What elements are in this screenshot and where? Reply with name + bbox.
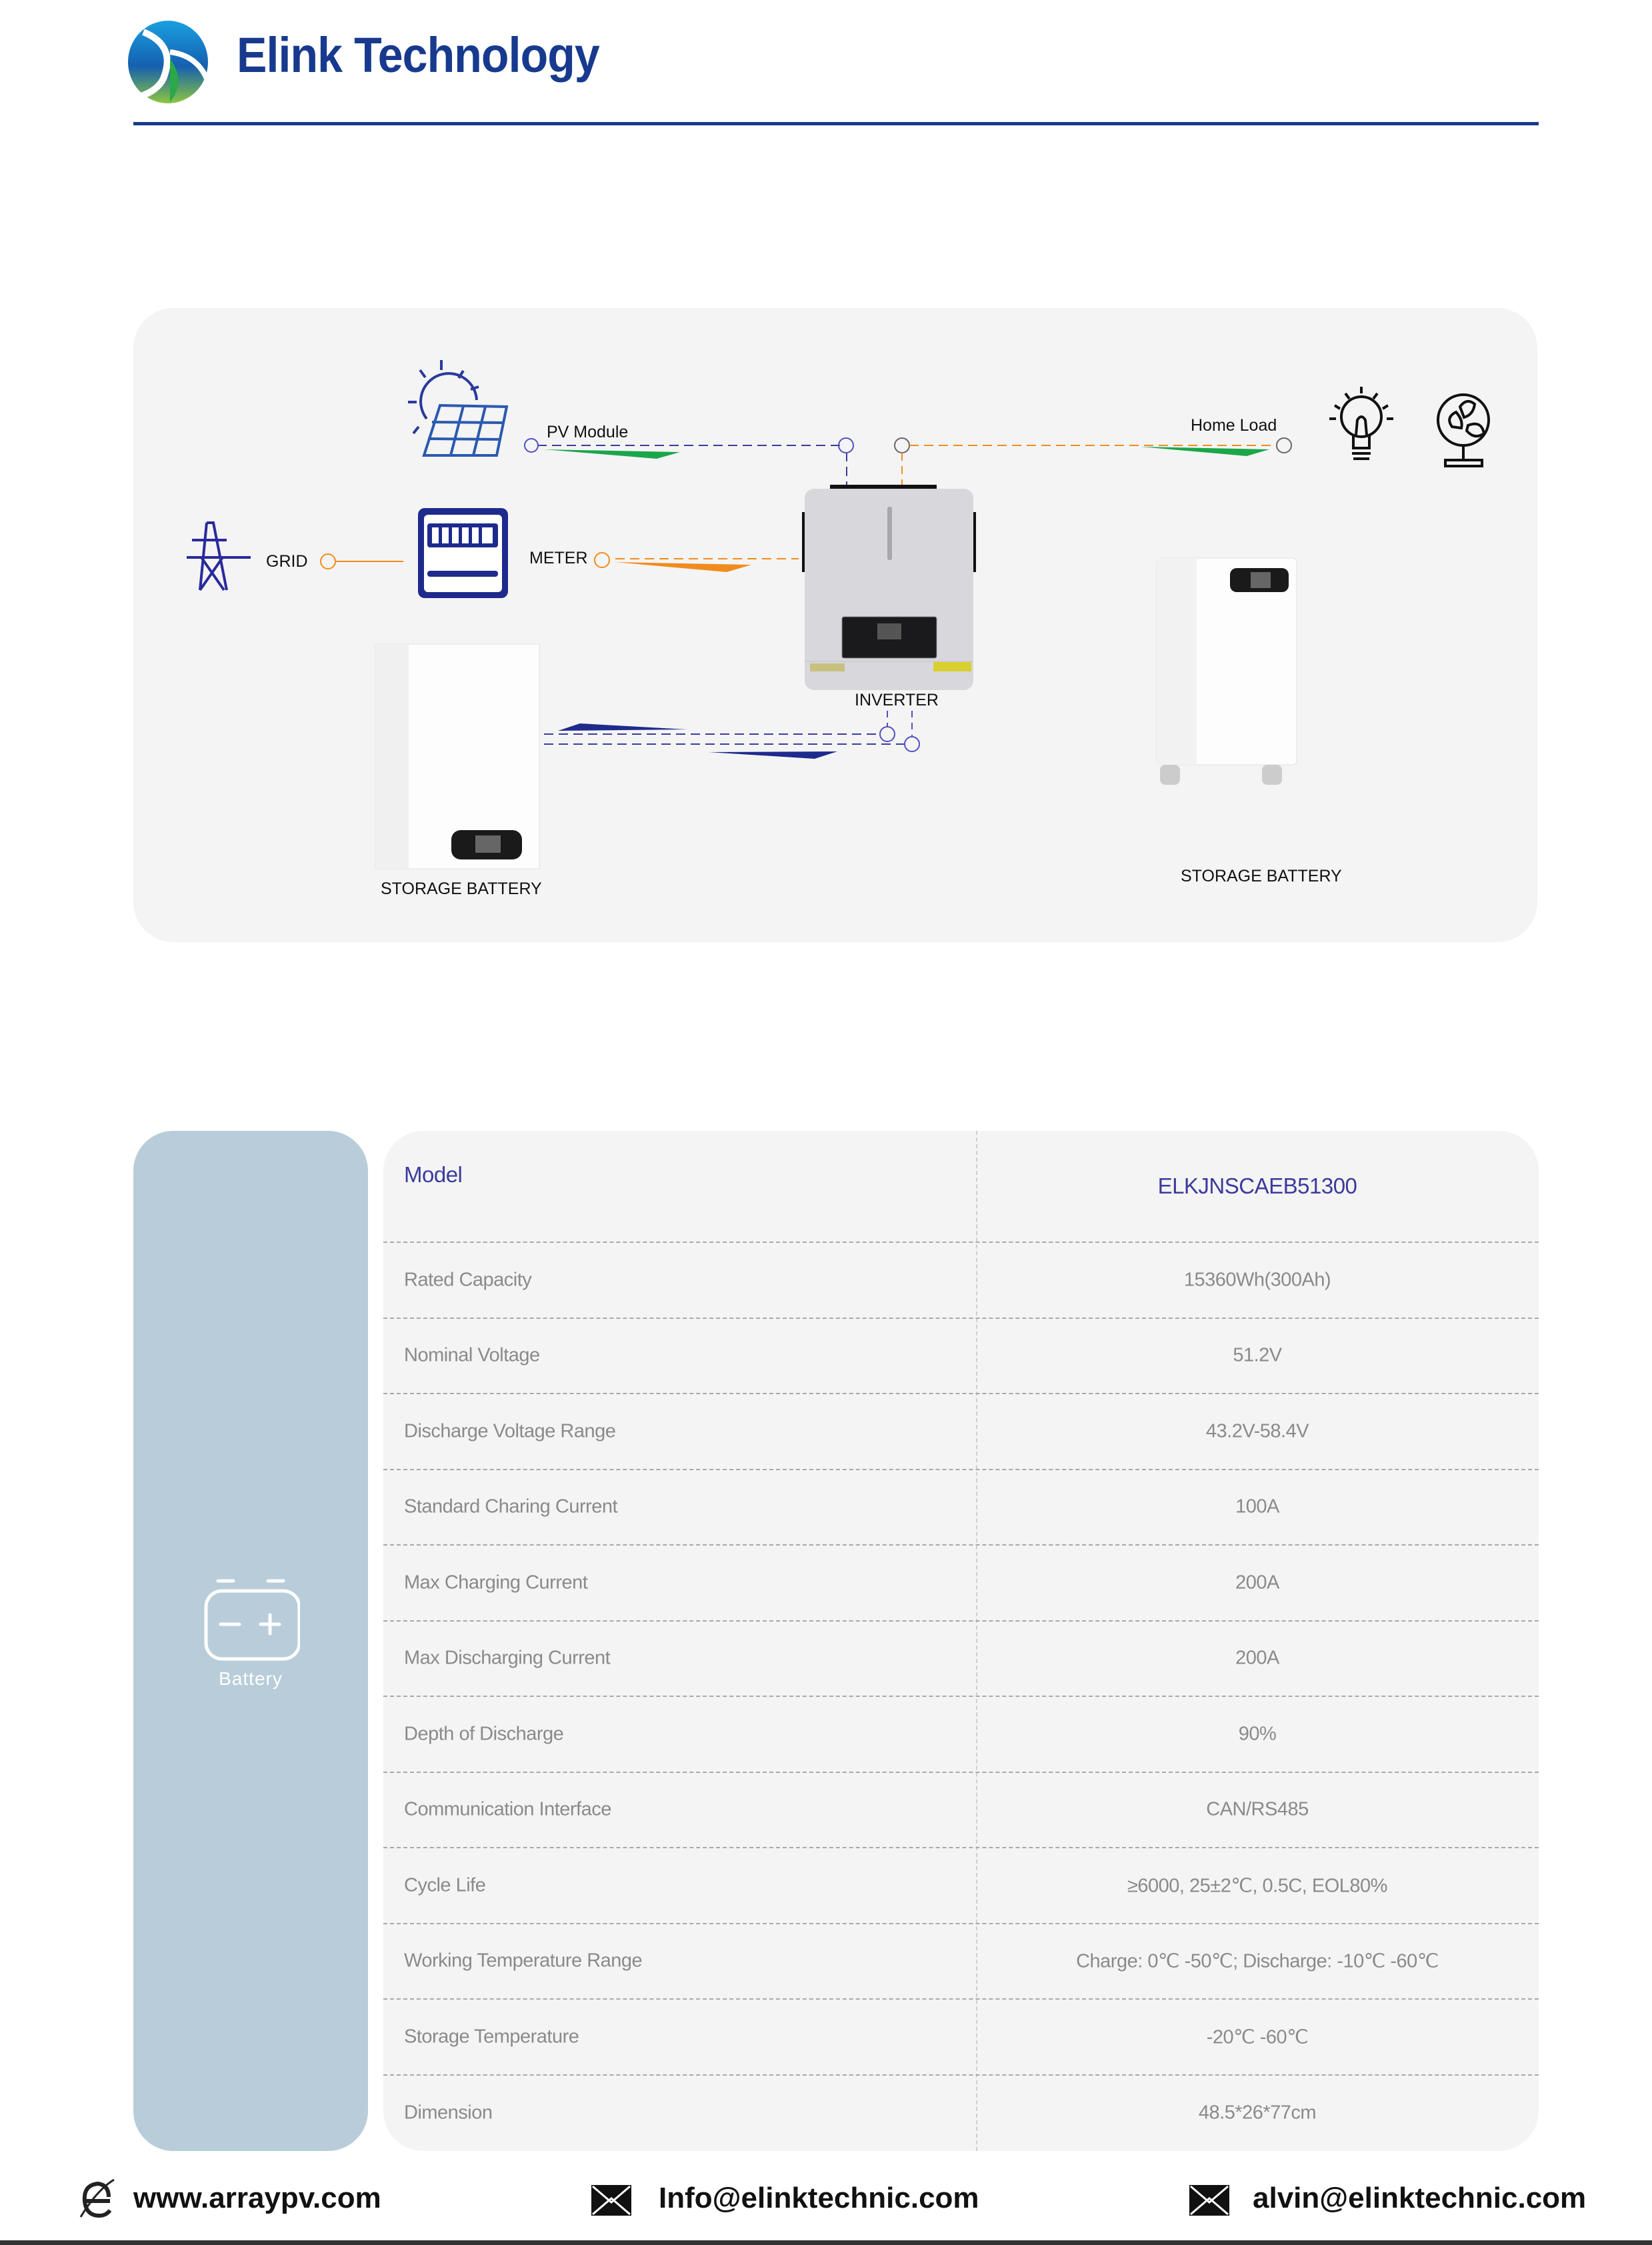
- table-row: Discharge Voltage Range 43.2V-58.4V: [383, 1394, 1539, 1470]
- spec-value: 48.5*26*77cm: [1198, 2102, 1317, 2124]
- email-info-link[interactable]: Info@elinktechnic.com: [659, 2182, 979, 2214]
- spec-value: ≥6000, 25±2℃, 0.5C, EOL80%: [1127, 1875, 1387, 1897]
- home-load-label: Home Load: [1191, 416, 1277, 435]
- storage-battery-right-label: STORAGE BATTERY: [1181, 867, 1342, 885]
- fan-icon: [1437, 393, 1490, 467]
- spec-value: 100A: [1235, 1496, 1279, 1518]
- spec-label: Discharge Voltage Range: [404, 1420, 616, 1442]
- storage-battery-right-image: [1156, 557, 1297, 785]
- column-divider: [976, 1131, 977, 2151]
- table-row: Communication Interface CAN/RS485: [383, 1773, 1539, 1848]
- spec-label: Model: [404, 1162, 463, 1188]
- page-bottom-border: [0, 2240, 1652, 2245]
- spec-value: 43.2V-58.4V: [1205, 1420, 1309, 1442]
- light-bulb-icon: [1329, 387, 1393, 460]
- grid-tower-icon: [187, 521, 251, 591]
- table-row: Rated Capacity 15360Wh(300Ah): [383, 1243, 1539, 1319]
- battery-connection: [544, 711, 920, 759]
- spec-label: Communication Interface: [404, 1798, 611, 1820]
- mail-icon: [591, 2185, 631, 2216]
- table-row: Working Temperature Range Charge: 0℃ -50℃…: [383, 1924, 1539, 2000]
- spec-value: -20℃ -60℃: [1206, 2026, 1309, 2048]
- meter-icon: [418, 508, 508, 598]
- spec-label: Working Temperature Range: [404, 1950, 643, 1972]
- mail-icon: [1189, 2185, 1229, 2216]
- battery-icon: [204, 1579, 300, 1661]
- storage-battery-left-image: [375, 643, 540, 869]
- brand-title: Elink Technology: [237, 27, 600, 83]
- spec-value: 200A: [1235, 1572, 1279, 1594]
- spec-value: ELKJNSCAEB51300: [1157, 1174, 1357, 1198]
- grid-label: GRID: [266, 552, 308, 571]
- elink-logo: [128, 21, 209, 103]
- category-label: Battery: [219, 1668, 283, 1689]
- load-connection: [894, 437, 1292, 487]
- spec-label: Dimension: [404, 2102, 493, 2124]
- table-row: Max Discharging Current 200A: [383, 1622, 1539, 1697]
- table-row: Max Charging Current 200A: [383, 1546, 1539, 1622]
- inverter-image: [802, 485, 976, 690]
- table-row: Cycle Life ≥6000, 25±2℃, 0.5C, EOL80%: [383, 1848, 1539, 1924]
- web-icon: [79, 2178, 115, 2218]
- storage-battery-left-label: STORAGE BATTERY: [381, 879, 542, 898]
- email-alvin-link[interactable]: alvin@elinktechnic.com: [1253, 2182, 1587, 2214]
- table-row: Nominal Voltage 51.2V: [383, 1319, 1539, 1394]
- system-diagram: [187, 360, 1490, 869]
- spec-label: Max Charging Current: [404, 1572, 588, 1594]
- spec-label: Depth of Discharge: [404, 1723, 564, 1745]
- spec-value: 200A: [1235, 1647, 1279, 1669]
- pv-connection: [524, 437, 854, 487]
- spec-value: Charge: 0℃ -50℃; Discharge: -10℃ -60℃: [1076, 1950, 1439, 1972]
- spec-label: Cycle Life: [404, 1874, 486, 1896]
- spec-label: Max Discharging Current: [404, 1647, 611, 1669]
- spec-label: Standard Charing Current: [404, 1496, 618, 1518]
- table-row-model: Model ELKJNSCAEB51300: [383, 1131, 1539, 1243]
- solar-panel-icon: [408, 360, 509, 457]
- spec-label: Nominal Voltage: [404, 1344, 540, 1366]
- spec-label: Storage Temperature: [404, 2026, 579, 2048]
- table-row: Standard Charing Current 100A: [383, 1470, 1539, 1546]
- spec-value: 15360Wh(300Ah): [1183, 1269, 1331, 1291]
- website-link[interactable]: www.arraypv.com: [133, 2182, 381, 2214]
- inverter-label: INVERTER: [855, 691, 939, 709]
- header-divider: [133, 122, 1539, 125]
- spec-value: 51.2V: [1233, 1344, 1282, 1366]
- spec-label: Rated Capacity: [404, 1269, 532, 1291]
- grid-connection: [320, 552, 799, 572]
- category-sidebar: [133, 1131, 368, 2151]
- table-row: Storage Temperature -20℃ -60℃: [383, 2000, 1539, 2076]
- table-row: Dimension 48.5*26*77cm: [383, 2076, 1539, 2152]
- meter-label: METER: [529, 549, 588, 567]
- table-row: Depth of Discharge 90%: [383, 1697, 1539, 1773]
- spec-value: CAN/RS485: [1206, 1798, 1309, 1820]
- pv-module-label: PV Module: [547, 423, 629, 441]
- spec-value: 90%: [1238, 1723, 1277, 1745]
